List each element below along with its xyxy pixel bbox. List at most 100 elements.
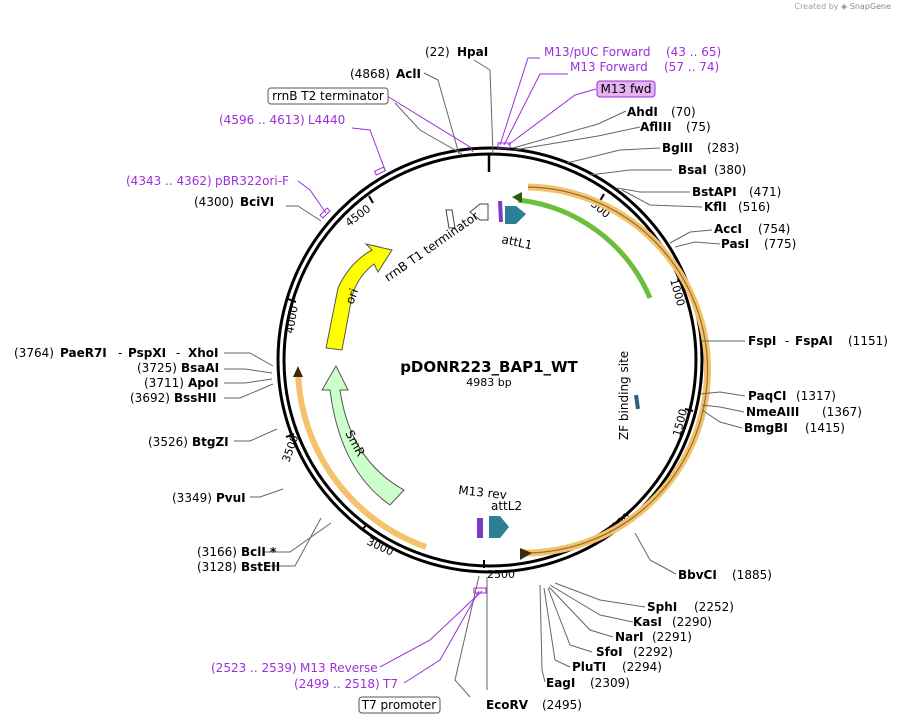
site-nari-pos: (2291)	[652, 630, 692, 644]
rrnb-t2-box	[267, 87, 389, 105]
tick-3000: 3000	[365, 535, 396, 559]
site-aflIII[interactable]: AflIII	[640, 120, 672, 134]
site-pluti[interactable]: PluTI	[572, 660, 606, 674]
site-bcli[interactable]: BclI *	[241, 545, 277, 559]
site-paqci-pos: (1317)	[796, 389, 836, 403]
svg-text:-: -	[176, 346, 180, 360]
green-segment-arc	[517, 197, 653, 299]
m13rev-label: M13 rev	[458, 483, 508, 502]
site-apoi-pos: (3711)	[144, 376, 184, 390]
site-aflIII-pos: (75)	[686, 120, 711, 134]
site-btgzi[interactable]: BtgZI	[192, 435, 229, 449]
site-bglii[interactable]: BglII	[662, 141, 693, 155]
site-paqci[interactable]: PaqCI	[748, 389, 786, 403]
site-fspai[interactable]: FspAI	[795, 334, 833, 348]
primer-l4440-range: (4596 .. 4613)	[219, 113, 305, 127]
site-eagi-pos: (2309)	[590, 676, 630, 690]
svg-text:-: -	[118, 346, 122, 360]
rrnb-t1-marker	[445, 209, 456, 229]
primer-l4440[interactable]: L4440	[308, 113, 345, 127]
site-bsaai-pos: (3725)	[137, 361, 177, 375]
site-acci[interactable]: AccI	[714, 222, 742, 236]
site-bmgbi[interactable]: BmgBI	[744, 421, 788, 435]
attl1-primer-mark	[498, 201, 503, 222]
site-pspxi[interactable]: PspXI	[128, 346, 166, 360]
site-bstapi-pos: (471)	[749, 185, 781, 199]
primer-t7-range: (2499 .. 2518)	[294, 677, 380, 691]
site-apoi[interactable]: ApoI	[188, 376, 219, 390]
primer-m13puc-forward[interactable]: M13/pUC Forward	[544, 45, 651, 59]
t7-promoter-label: T7 promoter	[361, 698, 437, 712]
site-ecorv-pos: (2495)	[542, 698, 582, 712]
rrnb-t2-label: rrnB T2 terminator	[272, 89, 384, 103]
site-paer7i[interactable]: PaeR7I	[60, 346, 107, 360]
site-fspi[interactable]: FspI	[748, 334, 776, 348]
primer-m13-forward-range: (57 .. 74)	[664, 60, 719, 74]
attl1-label: attL1	[500, 232, 533, 252]
restriction-site-labels: (22) HpaI (4868) AclI AhdI (70) AflIII (…	[14, 45, 888, 712]
backbone-inner-ring	[282, 152, 698, 568]
site-bcivi[interactable]: BciVI	[240, 195, 274, 209]
primer-t7[interactable]: T7	[382, 677, 398, 691]
credit-brand: SnapGene	[849, 2, 891, 11]
site-kfli[interactable]: KflI	[704, 200, 727, 214]
snapgene-logo-icon: ◈	[841, 2, 848, 11]
site-hpai[interactable]: HpaI	[457, 45, 488, 59]
site-pasi[interactable]: PasI	[721, 237, 749, 251]
site-bcli-pos: (3166)	[197, 545, 237, 559]
site-bstapi[interactable]: BstAPI	[692, 185, 737, 199]
site-kasi[interactable]: KasI	[633, 615, 662, 629]
site-nari[interactable]: NarI	[615, 630, 644, 644]
green-arrowhead	[512, 192, 522, 203]
m13rev-marker	[477, 518, 483, 538]
tick-4500: 4500	[343, 202, 373, 229]
site-pvui[interactable]: PvuI	[216, 491, 246, 505]
t7-promoter-box	[358, 696, 441, 714]
site-bsshii-pos: (3692)	[130, 391, 170, 405]
m13fwd-label: M13 fwd	[601, 82, 652, 96]
site-bsaai[interactable]: BsaAI	[181, 361, 219, 375]
site-kasi-pos: (2290)	[672, 615, 712, 629]
site-sphi-pos: (2252)	[694, 600, 734, 614]
rrnb-t1-label: rrnB T1 terminator	[382, 209, 482, 285]
primer-m13-reverse[interactable]: M13 Reverse	[300, 661, 378, 675]
site-nmeaiii[interactable]: NmeAIII	[746, 405, 799, 419]
site-acli[interactable]: AclI	[396, 67, 421, 81]
site-ecorv[interactable]: EcoRV	[486, 698, 529, 712]
site-bbvci[interactable]: BbvCI	[678, 568, 717, 582]
site-eagi[interactable]: EagI	[546, 676, 575, 690]
primer-labels: M13/pUC Forward (43 .. 65) M13 Forward (…	[126, 45, 721, 691]
site-kfli-pos: (516)	[738, 200, 770, 214]
svg-text:-: -	[785, 334, 789, 348]
site-bsai-pos: (380)	[714, 163, 746, 177]
left-orange-arrowhead	[293, 366, 303, 377]
site-paer7i-pos: (3764)	[14, 346, 54, 360]
zf-binding-label: ZF binding site	[617, 351, 631, 440]
site-pasi-pos: (775)	[764, 237, 796, 251]
site-bsteii[interactable]: BstEII	[241, 560, 280, 574]
ori-label: ori	[343, 287, 361, 306]
site-sfoi[interactable]: SfoI	[596, 645, 623, 659]
tick-2500: 2500	[487, 568, 515, 581]
smr-feature	[321, 364, 405, 506]
site-ahdi[interactable]: AhdI	[627, 105, 658, 119]
site-bsshii[interactable]: BssHII	[174, 391, 216, 405]
site-bmgbi-pos: (1415)	[805, 421, 845, 435]
primer-m13-reverse-range: (2523 .. 2539)	[211, 661, 297, 675]
primer-pbr322ori[interactable]: pBR322ori-F	[215, 174, 289, 188]
orf-arrowhead	[520, 548, 532, 560]
m13fwd-box	[596, 80, 656, 98]
primer-m13-forward[interactable]: M13 Forward	[570, 60, 648, 74]
left-orange-arc	[295, 371, 428, 550]
primer-m13puc-forward-range: (43 .. 65)	[666, 45, 721, 59]
site-bsai[interactable]: BsaI	[678, 163, 707, 177]
attl2-feature	[489, 516, 509, 538]
site-xhoi[interactable]: XhoI	[188, 346, 219, 360]
site-sphi[interactable]: SphI	[647, 600, 677, 614]
plasmid-length: 4983 bp	[466, 376, 511, 389]
site-bcivi-pos: (4300)	[194, 195, 234, 209]
ori-feature	[325, 243, 393, 351]
zf-binding-marker	[634, 394, 640, 410]
site-nmeaiii-pos: (1367)	[822, 405, 862, 419]
